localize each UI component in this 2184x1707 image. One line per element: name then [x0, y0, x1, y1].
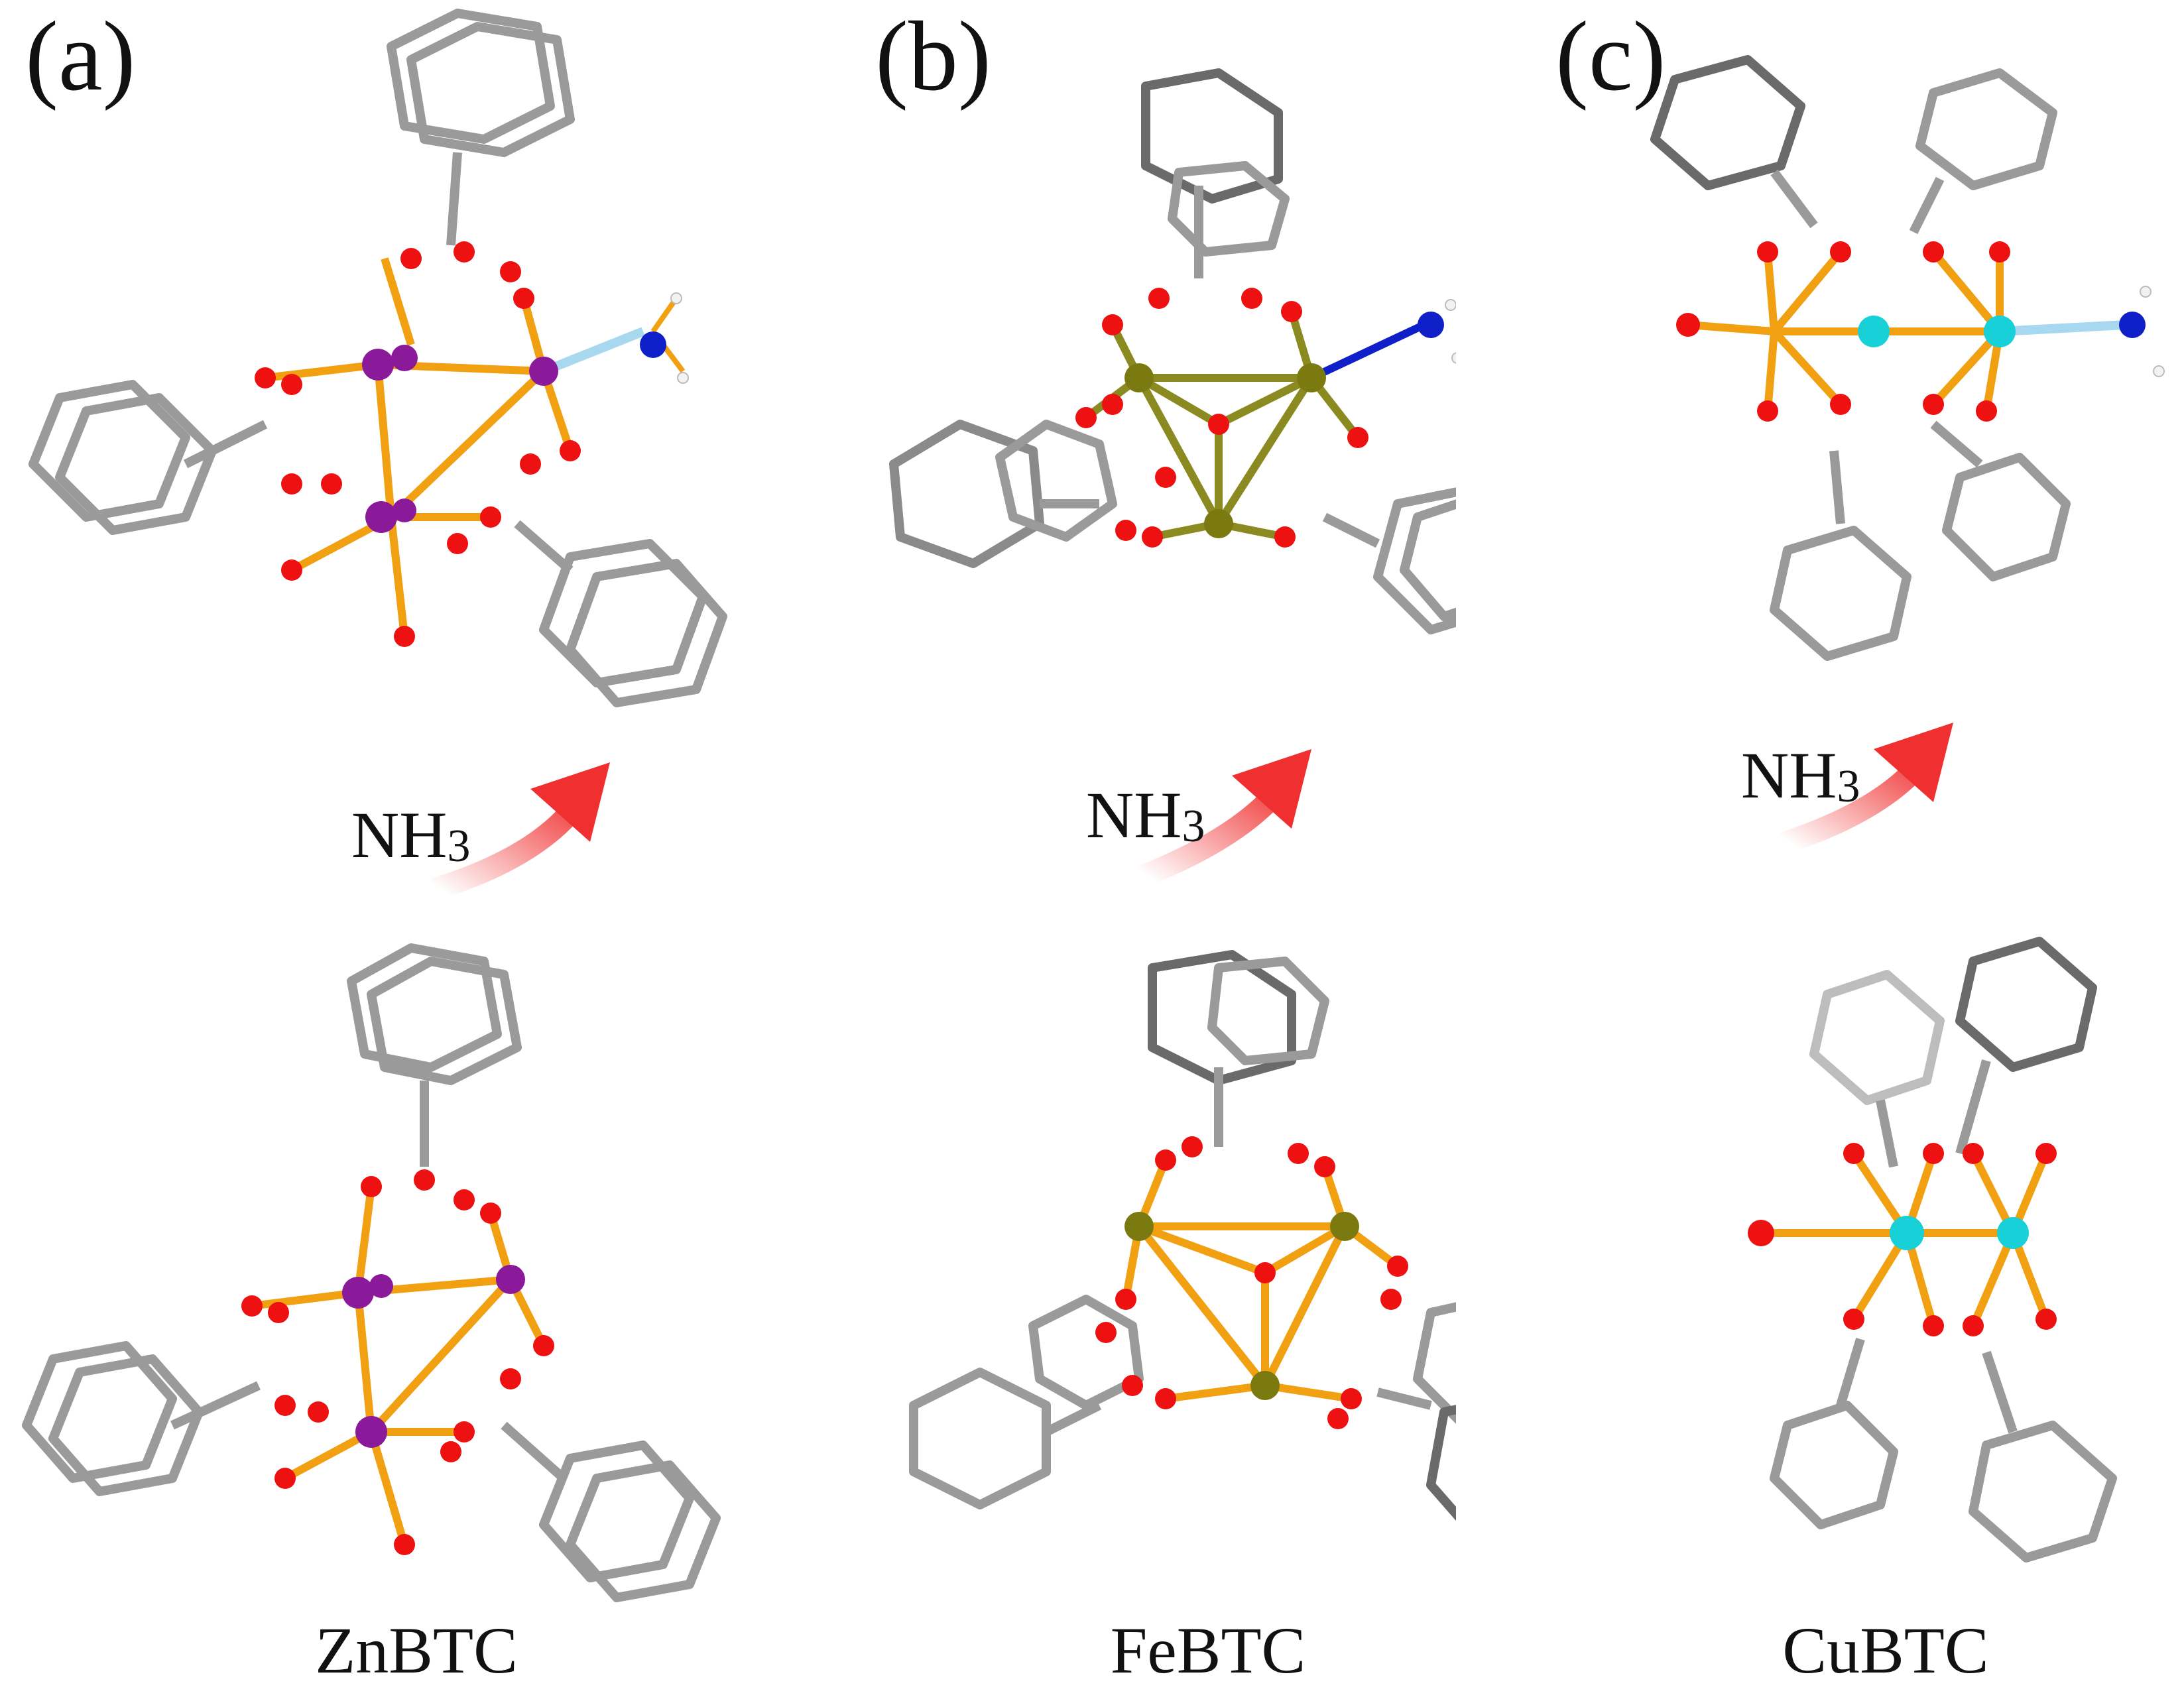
benzene-ring: [566, 559, 727, 707]
reaction-arrow: [1776, 723, 1953, 853]
benzene-ring: [387, 9, 555, 144]
benzene-ring: [1770, 1401, 1898, 1529]
benzene-ring: [1915, 68, 2057, 190]
benzene-ring: [1969, 1421, 2117, 1562]
panel-label: (b): [875, 1, 991, 111]
panel-label: (a): [25, 1, 136, 111]
compound-label: ZnBTC: [315, 1614, 518, 1687]
benzene-ring: [539, 1441, 694, 1582]
benzene-ring: [347, 943, 502, 1072]
benzene-ring: [1770, 526, 1911, 661]
benzene-ring: [1955, 937, 2097, 1072]
benzene-ring: [1168, 161, 1290, 257]
benzene-ring: [1400, 499, 1456, 621]
benzene-ring: [1942, 453, 2071, 581]
febtc-structure: [909, 950, 1456, 1521]
benzene-ring: [406, 22, 575, 157]
benzene-ring: [909, 1368, 1051, 1509]
benzene-ring: [29, 380, 190, 522]
benzene-ring: [566, 1460, 721, 1602]
benzene-ring: [1373, 487, 1456, 634]
benzene-ring: [1426, 1405, 1456, 1521]
compound-label: FeBTC: [1110, 1614, 1306, 1687]
reagent-label: NH3: [1086, 778, 1205, 852]
compound-label: CuBTC: [1782, 1614, 1989, 1687]
benzene-ring: [367, 957, 522, 1085]
benzene-ring: [995, 420, 1117, 542]
znbtc-structure: [22, 943, 721, 1602]
benzene-ring: [55, 393, 217, 535]
febtc-nh3-structure: [889, 68, 1456, 634]
panel-c-cubtc: (c): [1456, 0, 2184, 1707]
benzene-ring: [1141, 68, 1283, 204]
cubtc-structure: [1748, 937, 2117, 1562]
molecular-structures-c: [1650, 55, 2165, 1562]
reaction-arrow: [1134, 749, 1311, 886]
benzene-ring: [48, 1354, 204, 1496]
reagent-label: NH3: [351, 798, 471, 872]
benzene-ring: [22, 1341, 177, 1483]
panel-a-znbtc: (a): [0, 0, 728, 1707]
benzene-ring: [1809, 970, 1945, 1105]
panel-label: (c): [1555, 1, 1666, 111]
znbtc-nh3-structure: [29, 9, 727, 707]
cubtc-nh3-structure: [1650, 55, 2165, 661]
reagent-label: NH3: [1741, 738, 1860, 812]
panel-b-febtc: (b): [728, 0, 1456, 1707]
benzene-ring: [539, 539, 707, 687]
reaction-arrow: [426, 762, 610, 900]
benzene-ring: [1413, 1302, 1456, 1424]
benzene-ring: [1650, 55, 1805, 190]
molecular-structures-a: [22, 9, 727, 1602]
molecular-structures-b: [889, 68, 1456, 1521]
benzene-ring: [1207, 957, 1329, 1065]
